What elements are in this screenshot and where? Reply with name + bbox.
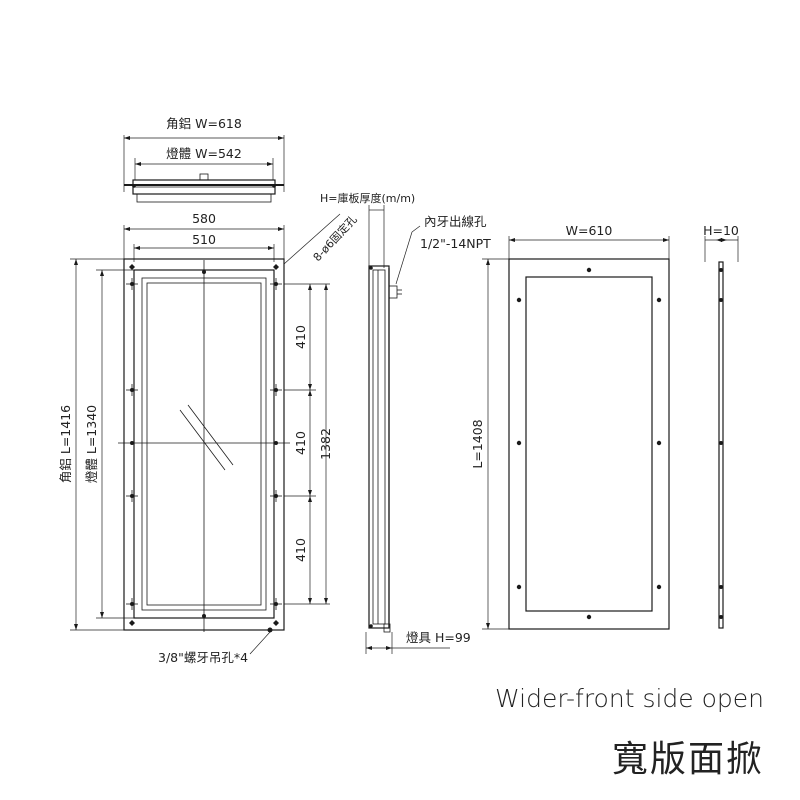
hanging-holes-label: 3/8"螺牙吊孔*4 — [158, 650, 248, 665]
angle-alu-length-label: 角鋁 L=1416 — [58, 405, 73, 483]
spacing-410-bottom: 410 — [293, 538, 308, 562]
conduit-hole-label: 內牙出線孔 — [424, 214, 487, 229]
frame-height-label: H=10 — [703, 223, 739, 238]
body-length-label: 燈體 L=1340 — [84, 405, 99, 483]
fixture-height-label: 燈具 H=99 — [406, 630, 471, 645]
side-view: H=庫板厚度(m/m) 內牙出線孔 1/2"-14NPT 燈具 H=99 — [320, 191, 491, 654]
total-1382-label: 1382 — [318, 428, 333, 460]
angle-alu-width-label: 角鋁 W=618 — [166, 116, 242, 131]
frame-side-view: H=10 — [703, 223, 739, 629]
title-chinese: 寬版面掀 — [611, 739, 764, 780]
width-510-label: 510 — [192, 232, 216, 247]
ceiling-thickness-label: H=庫板厚度(m/m) — [320, 191, 415, 205]
frame-width-label: W=610 — [566, 223, 613, 238]
frame-view: W=610 L=1408 — [470, 223, 670, 630]
spacing-410-middle: 410 — [293, 431, 308, 455]
body-width-label: 燈體 W=542 — [166, 146, 242, 161]
title-english: Wider-front side open — [494, 684, 764, 713]
frame-length-label: L=1408 — [470, 419, 485, 468]
fixing-holes-label: 8-ø6固定孔 — [310, 212, 360, 264]
top-view: 角鋁 W=618 燈體 W=542 — [123, 116, 285, 203]
width-580-label: 580 — [192, 211, 216, 226]
thread-spec-label: 1/2"-14NPT — [420, 236, 491, 251]
front-view: 580 510 8-ø6固定孔 — [58, 211, 360, 665]
spacing-410-top: 410 — [293, 325, 308, 349]
